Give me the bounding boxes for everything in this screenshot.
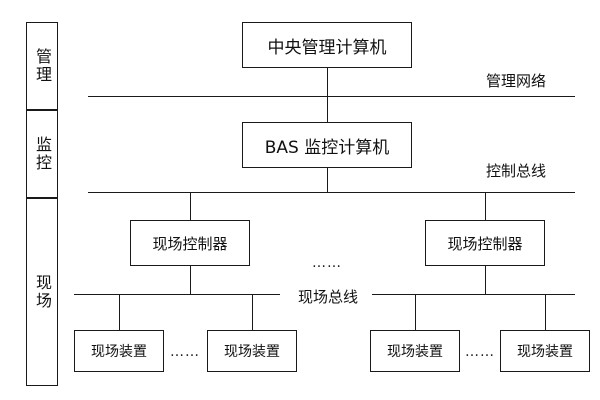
node-label-field-controller-left: 现场控制器 xyxy=(152,234,228,253)
node-field-device-3[interactable]: 现场装置 xyxy=(370,330,460,372)
ellipsis-between-devices-left: …… xyxy=(168,344,202,360)
node-label-field-device-2: 现场装置 xyxy=(224,344,280,360)
node-label-field-device-1: 现场装置 xyxy=(91,344,147,360)
node-central-management-computer[interactable]: 中央管理计算机 xyxy=(242,22,412,68)
connector-field-bus-to-device-3 xyxy=(415,294,416,330)
bus-line-control-bus xyxy=(88,192,575,193)
node-field-device-4[interactable]: 现场装置 xyxy=(500,330,590,372)
connector-bas-to-control-bus xyxy=(327,168,328,192)
node-label-bas-monitoring-computer: BAS 监控计算机 xyxy=(264,137,390,158)
node-label-field-controller-right: 现场控制器 xyxy=(447,234,523,253)
bus-label-field-bus: 现场总线 xyxy=(295,286,362,307)
node-field-device-1[interactable]: 现场装置 xyxy=(74,330,164,372)
layer-box-management: 管理 xyxy=(26,22,58,110)
connector-central-to-management-network xyxy=(327,68,328,96)
bus-line-field-bus-right xyxy=(372,294,575,295)
layer-box-field: 现场 xyxy=(26,198,58,386)
connector-controller-right-to-field-bus xyxy=(485,266,486,294)
node-field-device-2[interactable]: 现场装置 xyxy=(207,330,297,372)
node-label-central-management-computer: 中央管理计算机 xyxy=(267,37,387,58)
connector-field-bus-to-device-2 xyxy=(252,294,253,330)
bus-line-field-bus-left xyxy=(74,294,280,295)
node-field-controller-left[interactable]: 现场控制器 xyxy=(130,220,250,266)
connector-field-bus-to-device-4 xyxy=(545,294,546,330)
node-label-field-device-3: 现场装置 xyxy=(387,344,443,360)
layer-box-monitoring: 监控 xyxy=(26,110,58,198)
node-bas-monitoring-computer[interactable]: BAS 监控计算机 xyxy=(242,122,412,168)
ellipsis-between-controllers: …… xyxy=(310,255,344,271)
node-field-controller-right[interactable]: 现场控制器 xyxy=(425,220,545,266)
bus-label-management-network: 管理网络 xyxy=(483,70,550,91)
connector-control-bus-to-controller-left xyxy=(190,192,191,220)
connector-management-network-to-bas xyxy=(327,96,328,122)
connector-controller-left-to-field-bus xyxy=(190,266,191,294)
connector-field-bus-to-device-1 xyxy=(119,294,120,330)
ellipsis-between-devices-right: …… xyxy=(463,344,497,360)
layer-label-management: 管理 xyxy=(33,48,52,84)
node-label-field-device-4: 现场装置 xyxy=(517,344,573,360)
layer-label-field: 现场 xyxy=(33,274,52,310)
bus-line-management-network xyxy=(88,96,575,97)
bus-label-control-bus: 控制总线 xyxy=(483,160,550,181)
connector-control-bus-to-controller-right xyxy=(485,192,486,220)
layer-label-monitoring: 监控 xyxy=(33,136,52,172)
